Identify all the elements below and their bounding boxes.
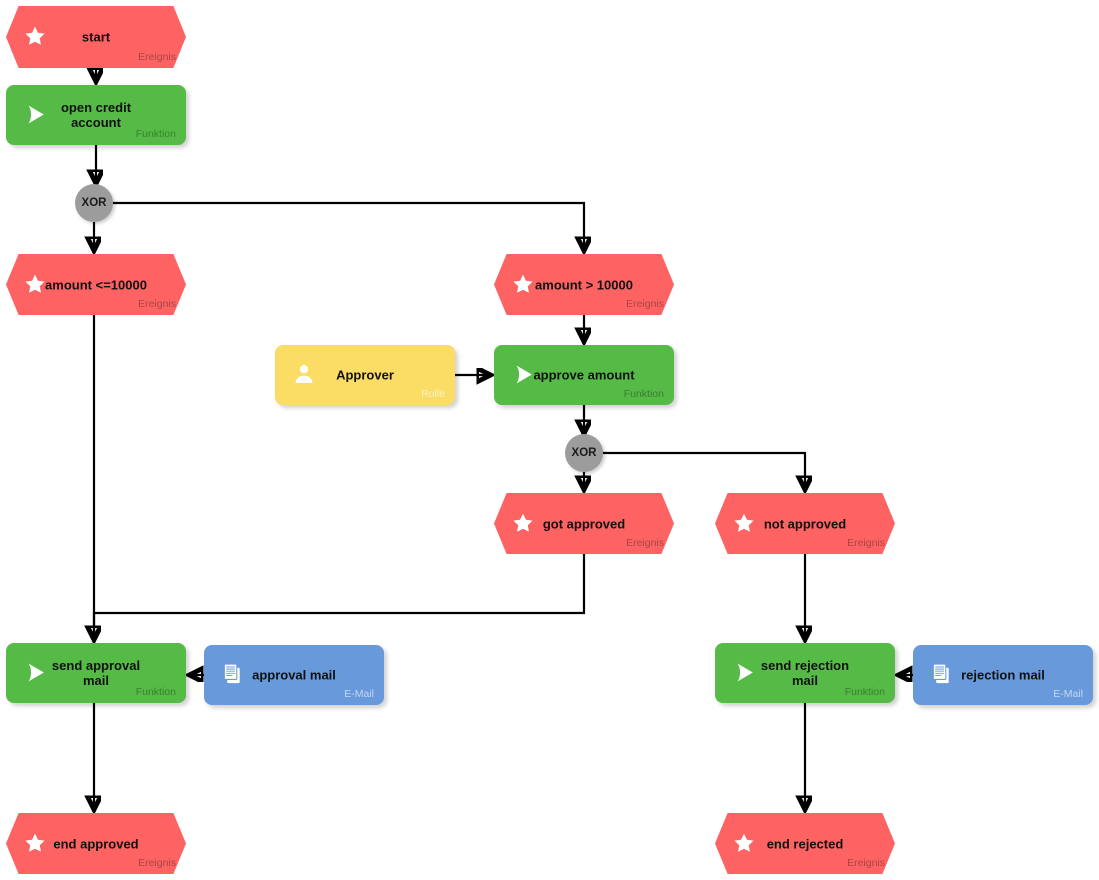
document-icon <box>930 662 956 688</box>
gateway-label: XOR <box>81 197 107 209</box>
star-icon <box>23 272 49 298</box>
play-icon <box>23 660 49 686</box>
node-type-label: Ereignis <box>847 537 885 549</box>
node-type-label: Ereignis <box>626 537 664 549</box>
gateway-xor-1[interactable]: XOR <box>75 184 113 222</box>
star-icon <box>23 24 49 50</box>
node-label: send approval mail <box>51 658 141 688</box>
play-icon <box>23 102 49 128</box>
node-label: end rejected <box>766 836 844 851</box>
play-icon <box>732 660 758 686</box>
node-type-label: Ereignis <box>138 298 176 310</box>
document-icon <box>221 662 247 688</box>
node-type-label: Rolle <box>421 388 445 400</box>
star-icon <box>511 272 537 298</box>
connector-got-approved-to-send-approval <box>94 554 586 637</box>
gateway-xor-2[interactable]: XOR <box>565 434 603 472</box>
node-type-label: Funktion <box>623 388 664 400</box>
star-icon <box>732 831 758 857</box>
node-label: send rejection mail <box>760 658 850 688</box>
node-label: Approver <box>336 367 394 383</box>
node-label: approve amount <box>533 367 635 383</box>
node-type-label: Funktion <box>135 128 176 140</box>
node-label: rejection mail <box>961 667 1045 683</box>
connector-xor-1-to-amount-gt <box>113 201 584 248</box>
node-label: end approved <box>53 836 139 851</box>
node-type-label: E-Mail <box>1053 688 1083 700</box>
node-label: approval mail <box>252 667 336 683</box>
node-label: got approved <box>542 516 626 531</box>
connector-xor-2-to-not-approved <box>603 451 805 487</box>
star-icon <box>23 831 49 857</box>
node-type-label: Ereignis <box>626 298 664 310</box>
node-label: amount > 10000 <box>535 277 633 292</box>
node-label: amount <=10000 <box>45 277 147 292</box>
node-type-label: Ereignis <box>138 857 176 869</box>
star-icon <box>732 511 758 537</box>
node-label: not approved <box>763 516 847 531</box>
star-icon <box>511 511 537 537</box>
gateway-label: XOR <box>571 447 597 459</box>
node-label: open credit account <box>60 100 132 130</box>
node-type-label: Funktion <box>135 686 176 698</box>
node-type-label: E-Mail <box>344 688 374 700</box>
node-type-label: Funktion <box>844 686 885 698</box>
play-icon <box>511 362 537 388</box>
node-type-label: Ereignis <box>847 857 885 869</box>
node-type-label: Ereignis <box>138 51 176 63</box>
node-label: start <box>81 29 111 45</box>
person-icon <box>292 362 318 388</box>
